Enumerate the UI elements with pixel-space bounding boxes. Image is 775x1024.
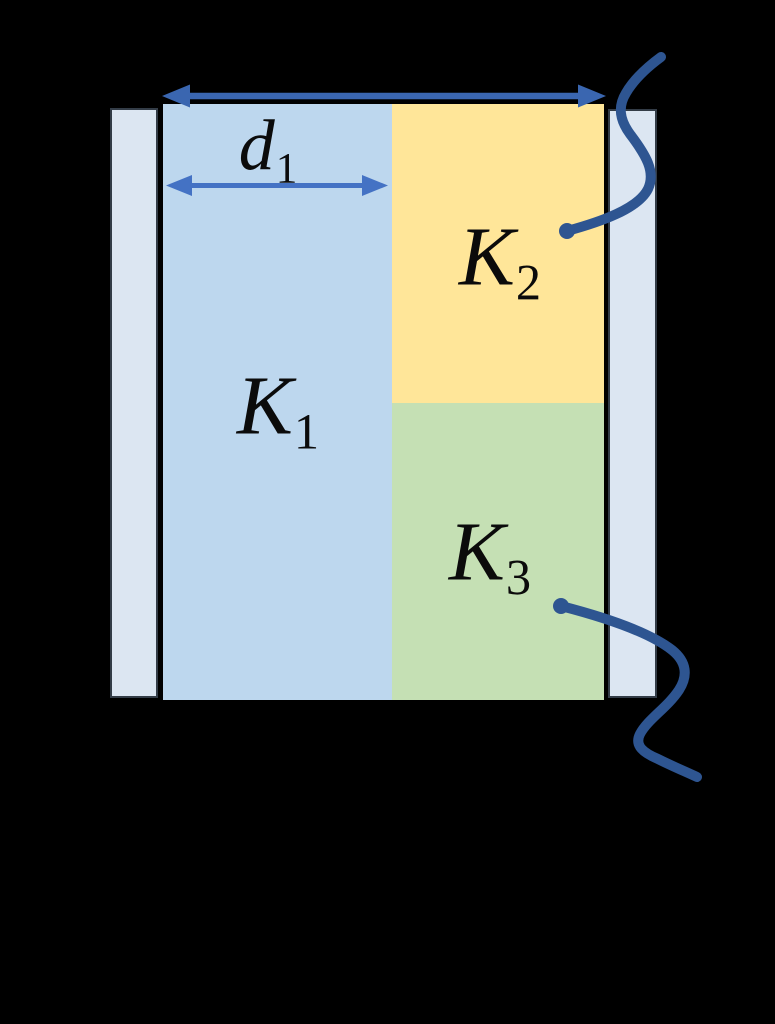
d1-label-subscript: 1	[275, 145, 298, 193]
d1-label-base: d	[238, 105, 275, 186]
k1-label-base: K	[236, 359, 293, 453]
k2-label-subscript: 2	[515, 254, 542, 311]
right-capacitor-plate	[608, 109, 657, 698]
dielectric-region-k1	[163, 104, 392, 700]
k3-label-base: K	[448, 505, 505, 599]
k3-label-subscript: 3	[505, 549, 532, 606]
k2-region-label: K2	[459, 215, 542, 311]
left-capacitor-plate	[110, 108, 158, 698]
k2-label-base: K	[458, 210, 515, 304]
d1-dimension-label: d1	[239, 109, 298, 190]
k1-label-subscript: 1	[293, 403, 320, 460]
k1-region-label: K1	[237, 364, 320, 460]
k3-region-label: K3	[449, 510, 532, 606]
dielectric-block	[159, 99, 608, 704]
